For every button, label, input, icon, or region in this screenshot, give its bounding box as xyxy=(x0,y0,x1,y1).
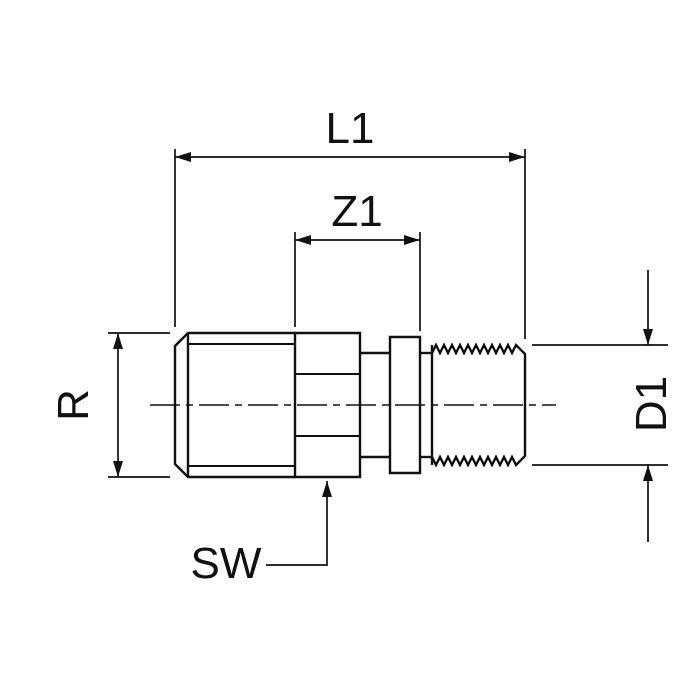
fitting-outline xyxy=(173,331,527,479)
dimension-z1: Z1 xyxy=(294,187,421,331)
leader-line-sw xyxy=(266,481,332,566)
thread-section-outline xyxy=(173,331,295,479)
dimension-label-l1: L1 xyxy=(326,104,375,153)
dimension-label-d1: D1 xyxy=(627,376,676,432)
hex-section-outline xyxy=(293,331,362,479)
dimension-sw: SW xyxy=(191,481,332,588)
collar-rib-outline xyxy=(388,335,422,475)
dimension-label-r: R xyxy=(49,389,98,421)
dimension-r: R xyxy=(49,332,170,478)
dimension-label-z1: Z1 xyxy=(331,187,382,236)
dimension-d1: D1 xyxy=(532,270,676,542)
dimension-label-sw: SW xyxy=(191,539,262,588)
dimension-l1: L1 xyxy=(174,104,526,339)
barb-section-outline xyxy=(430,342,527,468)
